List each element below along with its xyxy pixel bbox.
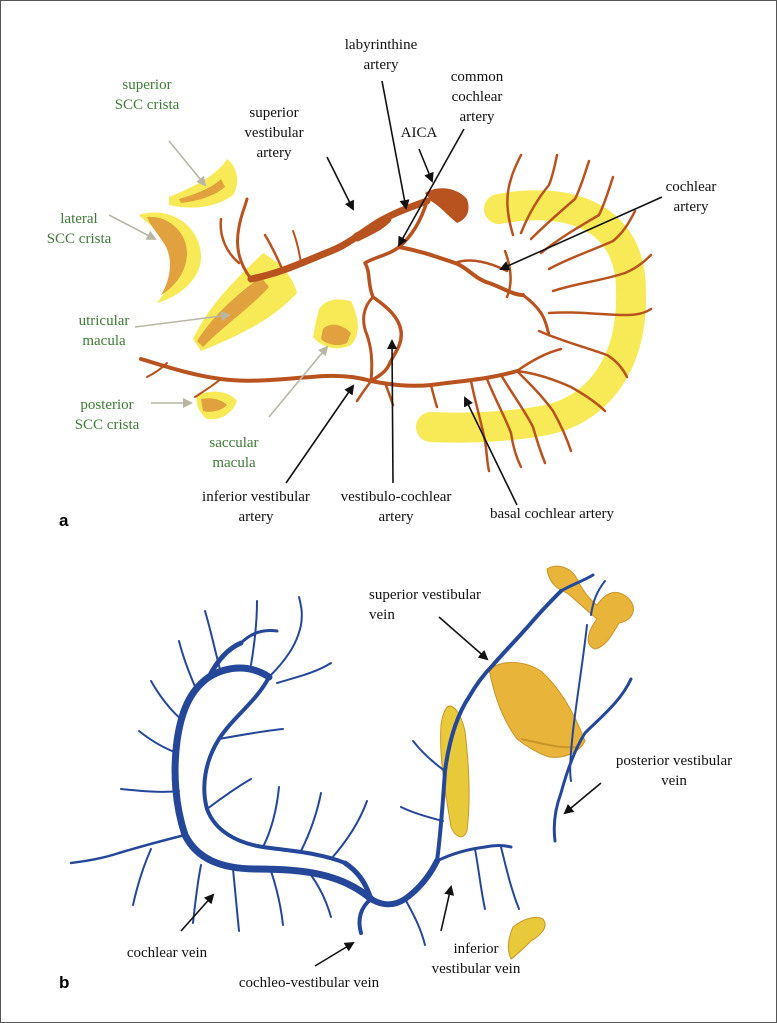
label-superior-scc-crista: superior SCC crista [114, 77, 180, 113]
label-posterior-vestibular-vein: posterior vestibular vein [615, 753, 733, 789]
utricle-shape [488, 662, 586, 758]
saccule-shape [440, 705, 470, 838]
label-inferior-vestibular-artery: inferior vestibular artery [202, 489, 310, 525]
artery-network [139, 153, 653, 473]
label-saccular-macula: saccular macula [209, 435, 259, 471]
label-aica: AICA [400, 125, 438, 141]
label-labyrinthine-artery: labyrinthine artery [344, 37, 418, 73]
posterior-scc-crista-shape [196, 391, 237, 420]
saccular-macula-shape [313, 299, 358, 349]
label-cochlear-artery: cochlear artery [665, 179, 717, 215]
posterior-crista-shape [507, 916, 546, 960]
label-superior-vestibular-vein: superior vestibular vein [369, 587, 482, 623]
label-basal-cochlear-artery: basal cochlear artery [489, 506, 615, 522]
label-superior-vestibular-artery: superior vestibular artery [244, 105, 304, 161]
label-inferior-vestibular-vein: inferior vestibular vein [431, 941, 521, 977]
aica-vessel [425, 188, 469, 223]
lateral-scc-crista-shape [139, 212, 201, 303]
panel-b-letter: b [59, 973, 70, 992]
panel-a-grey-arrows [108, 140, 329, 418]
label-cochleo-vestibular-vein: cochleo-vestibular vein [238, 975, 380, 991]
vein-network [69, 573, 633, 946]
label-vestibulo-cochlear-artery: vestibulo-cochlear artery [340, 489, 452, 525]
panel-a-arrows [285, 80, 663, 506]
superior-ampulla-shape [546, 565, 634, 650]
label-utricular-macula: utricular macula [78, 313, 130, 349]
panel-a-letter: a [59, 511, 69, 530]
label-common-cochlear-artery: common cochlear artery [450, 69, 504, 125]
label-posterior-scc-crista: posterior SCC crista [74, 397, 140, 433]
panel-b-diagram [69, 565, 634, 967]
label-lateral-scc-crista: lateral SCC crista [46, 211, 112, 247]
panel-a-diagram [108, 80, 663, 506]
label-cochlear-vein: cochlear vein [126, 945, 208, 961]
panel-b-arrows [180, 616, 602, 967]
